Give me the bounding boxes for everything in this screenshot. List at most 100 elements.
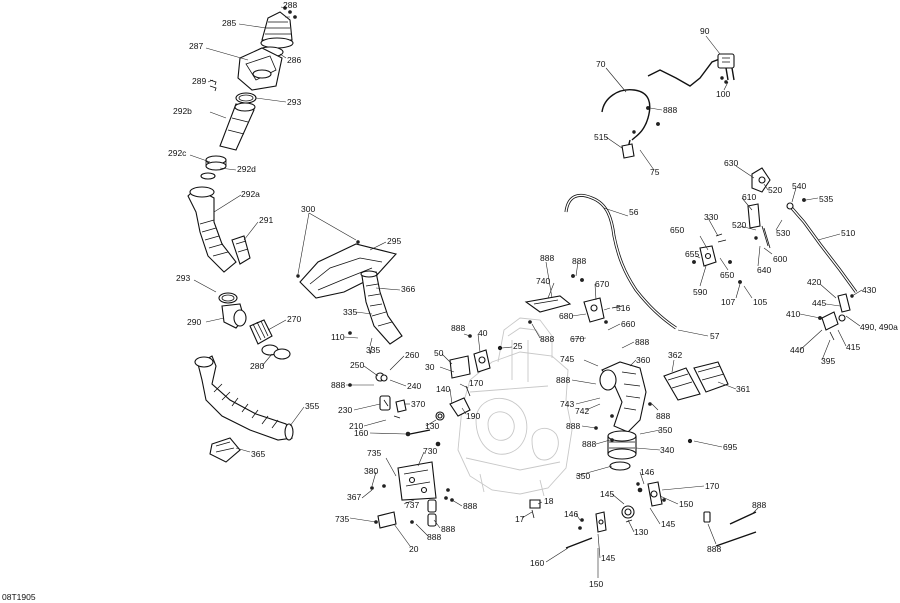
callout-140: 140 [436,384,450,394]
callout-888-c: 888 [463,501,477,511]
callout-210: 210 [349,421,363,431]
callout-888-d: 888 [427,532,441,542]
callout-350-b: 350 [576,471,590,481]
callout-655: 655 [685,249,699,259]
callout-360: 360 [636,355,650,365]
callout-293-lower: 293 [176,273,190,283]
callout-742: 742 [575,406,589,416]
heat-shield-295 [296,240,398,299]
callout-160: 160 [354,428,368,438]
outlet-duct-360 [594,361,652,471]
callout-40: 40 [478,328,488,338]
air-intake-group [187,6,297,360]
callout-888-b: 888 [451,323,465,333]
callout-260: 260 [405,350,419,360]
callout-420: 420 [807,277,821,287]
callout-888-n: 888 [752,500,766,510]
callout-335-b: 335 [366,345,380,355]
callout-650: 650 [670,225,684,235]
callout-130: 130 [425,421,439,431]
callout-888-i: 888 [635,337,649,347]
hardware-left-center [348,331,431,437]
callout-146-b: 146 [564,509,578,519]
callout-730: 730 [423,446,437,456]
callout-888-l: 888 [566,421,580,431]
callout-380: 380 [364,466,378,476]
callout-110: 110 [331,332,345,342]
callout-540: 540 [792,181,806,191]
callout-291: 291 [259,215,273,225]
engine-ghost [457,317,573,497]
callout-600: 600 [773,254,787,264]
callout-520: 520 [768,185,782,195]
callout-280: 280 [250,361,264,371]
callout-735-b: 735 [335,514,349,524]
callout-670: 670 [595,279,609,289]
deflectors-361-362 [663,361,729,401]
callout-888-e: 888 [441,524,455,534]
callout-490-490a: 490, 490a [860,322,898,332]
callout-145-b: 145 [661,519,675,529]
callout-888-p: 888 [663,105,677,115]
callout-70: 70 [596,59,606,69]
callout-300: 300 [301,204,315,214]
callout-150: 150 [679,499,693,509]
brackets-upper-middle [524,274,623,324]
callout-888-m: 888 [582,439,596,449]
callout-286: 286 [287,55,301,65]
callout-170: 170 [469,378,483,388]
callout-888-a: 888 [331,380,345,390]
callout-510: 510 [841,228,855,238]
callout-640: 640 [757,265,771,275]
leader-lines [189,6,863,578]
callout-160-b: 160 [530,558,544,568]
pivot-assembly [565,481,666,549]
callout-18: 18 [544,496,554,506]
callout-292b: 292b [173,106,192,116]
callout-361: 361 [736,384,750,394]
rod-end-420-490 [818,293,854,341]
callout-430: 430 [862,285,876,295]
callout-230: 230 [338,405,352,415]
callout-170-b: 170 [705,481,719,491]
callout-100: 100 [716,89,730,99]
parts-far-right [687,438,757,547]
callout-590: 590 [693,287,707,297]
callout-888-f: 888 [540,253,554,263]
callout-888-h: 888 [540,334,554,344]
callout-17: 17 [515,514,525,524]
callout-335: 335 [343,307,357,317]
callout-516: 516 [616,303,630,313]
callout-50: 50 [434,348,444,358]
callout-90: 90 [700,26,710,36]
callout-56: 56 [629,207,639,217]
harness-70-90 [601,53,735,159]
callout-287: 287 [189,41,203,51]
callout-745: 745 [560,354,574,364]
callout-250: 250 [350,360,364,370]
callout-650-b: 650 [720,270,734,280]
callout-888-o: 888 [707,544,721,554]
callout-445: 445 [812,298,826,308]
callout-660: 660 [621,319,635,329]
callout-535: 535 [819,194,833,204]
callout-30: 30 [425,362,435,372]
callout-107: 107 [721,297,735,307]
callout-740: 740 [536,276,550,286]
callout-415: 415 [846,342,860,352]
callout-367: 367 [347,492,361,502]
callout-670-b: 670 [570,334,584,344]
callout-365: 365 [251,449,265,459]
intake-hose-365 [194,355,294,463]
callout-285: 285 [222,18,236,28]
callout-680: 680 [559,311,573,321]
callout-735: 735 [367,448,381,458]
callout-366: 366 [401,284,415,294]
callout-370: 370 [411,399,425,409]
callout-292c: 292c [168,148,187,158]
callout-695: 695 [723,442,737,452]
callout-395: 395 [821,356,835,366]
callout-292d: 292d [237,164,256,174]
callout-240: 240 [407,381,421,391]
callout-labels: 288 285 287 286 289 293 292b 292c 292d 2… [168,0,898,589]
